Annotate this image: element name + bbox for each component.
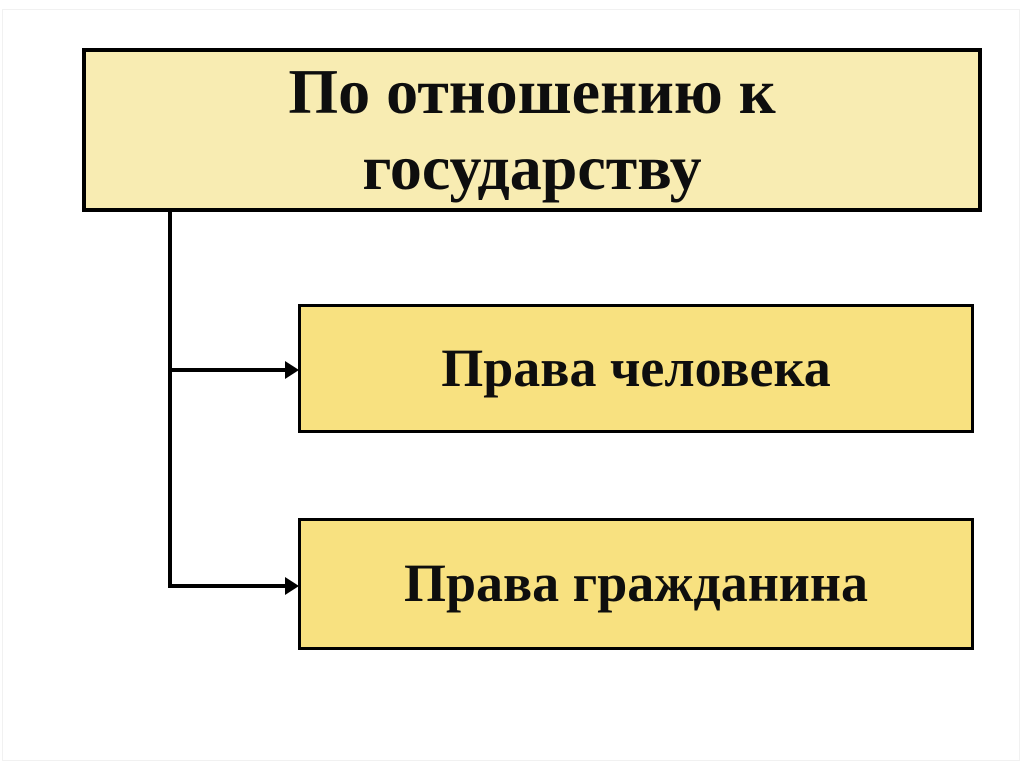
flowchart-child-box-citizen-rights: Права гражданина [298,518,974,650]
flowchart-root-box: По отношению к государству [82,48,982,212]
arrowhead-right-icon-2 [285,577,299,595]
child-box-label-citizen-rights: Права гражданина [403,553,869,614]
arrowhead-right-icon-1 [285,361,299,379]
connector-branch-line-2 [168,584,285,588]
root-box-label-line1: По отношению к [288,56,776,128]
connector-branch-line-1 [168,368,285,372]
root-box-label-line2: государству [362,132,702,203]
flowchart-child-box-human-rights: Права человека [298,304,974,433]
connector-vertical-line [168,211,172,588]
child-box-label-human-rights: Права человека [441,337,831,398]
